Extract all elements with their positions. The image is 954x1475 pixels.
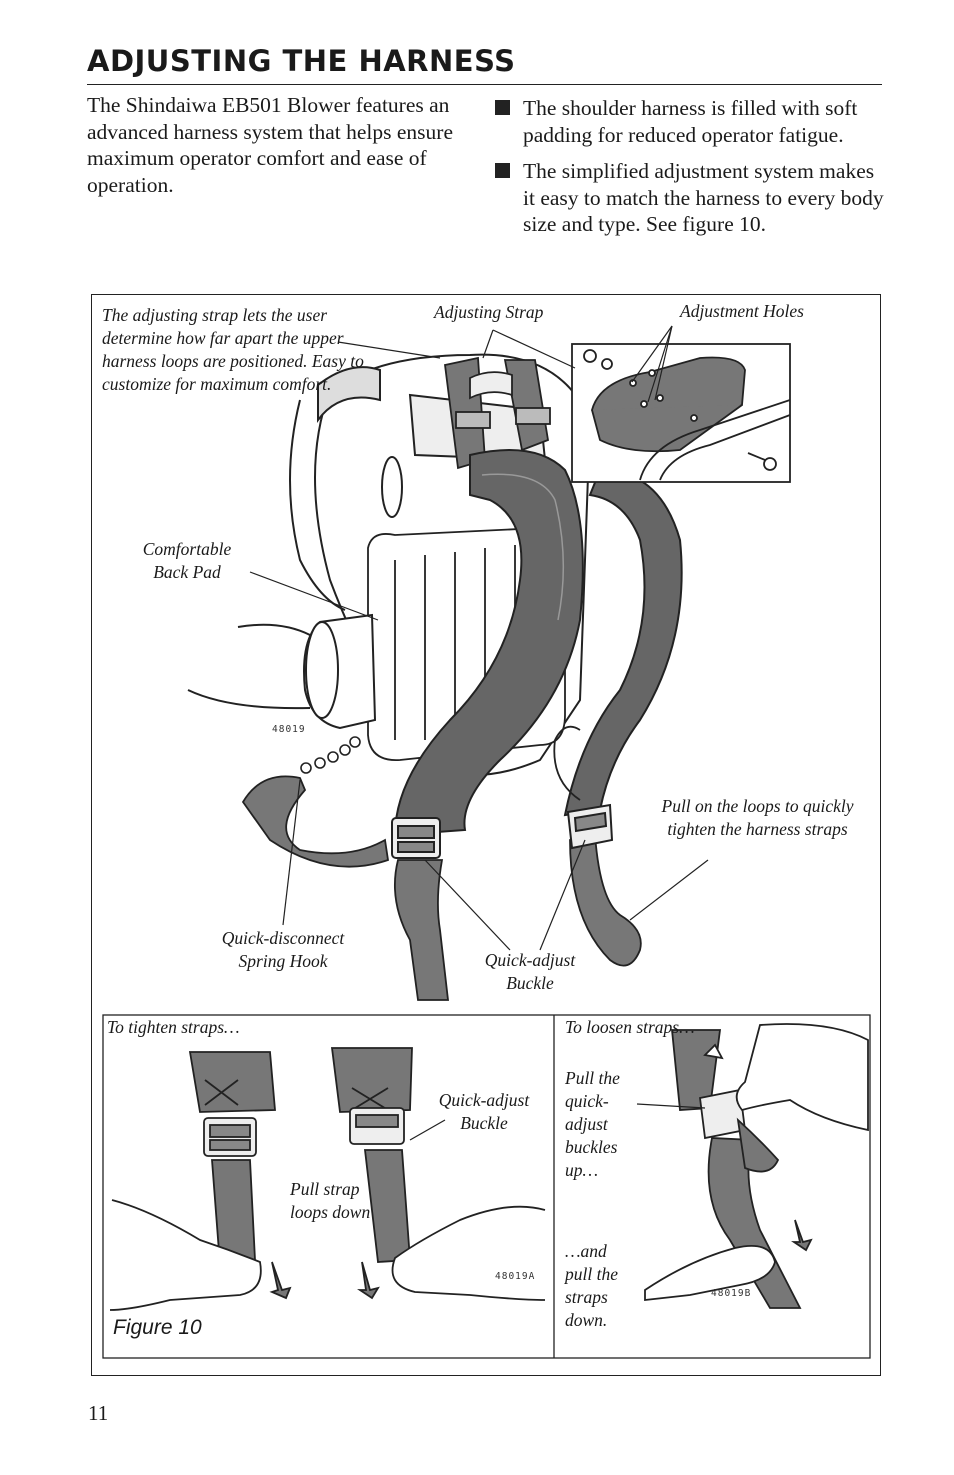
strap-tail-right	[569, 833, 642, 967]
strap-loop-right	[553, 725, 581, 801]
image-code-tighten: 48019A	[495, 1271, 536, 1282]
figure-frame	[91, 294, 881, 1376]
adjustment-holes-inset	[571, 343, 791, 483]
figure-label: Figure 10	[113, 1316, 202, 1339]
image-code-main: 48019	[272, 724, 306, 735]
loosen-step-2: …and pull the straps down.	[565, 1241, 618, 1330]
tighten-illustration	[109, 1047, 546, 1311]
adjusting-strap	[444, 356, 551, 470]
feature-text: The shoulder harness is filled with soft…	[523, 96, 858, 147]
feature-item: The shoulder harness is filled with soft…	[495, 95, 885, 148]
quick-adjust-buckle-right	[566, 803, 614, 850]
lower-strap	[241, 775, 390, 868]
square-bullet-icon	[495, 163, 510, 178]
feature-item: The simplified adjustment system makes i…	[495, 158, 885, 238]
loosen-panel-title: To loosen straps…	[565, 1017, 695, 1037]
spring-hook	[300, 736, 361, 774]
callout-adjusting-strap-note: The adjusting strap lets the user determ…	[102, 305, 364, 394]
callout-spring-hook: Quick-disconnect Spring Hook	[221, 928, 345, 971]
callout-leader-lines	[249, 325, 709, 951]
quick-adjust-buckle-left	[391, 817, 441, 859]
tighten-pull-label: Pull strap loops down	[290, 1179, 371, 1222]
callout-adjusting-strap: Adjusting Strap	[434, 302, 544, 322]
shoulder-strap-left	[393, 449, 584, 837]
feature-list: The shoulder harness is filled with soft…	[495, 95, 885, 248]
intake-tube	[187, 613, 377, 730]
intro-paragraph: The Shindaiwa EB501 Blower features an a…	[87, 93, 453, 197]
strap-tail-left	[393, 859, 450, 1001]
page-number: 11	[88, 1401, 109, 1425]
loosen-step-1: Pull the quick-adjust buckles up…	[565, 1068, 620, 1180]
callout-pull-loops: Pull on the loops to quickly tighten the…	[661, 796, 854, 839]
callout-quick-adjust-buckle: Quick-adjust Buckle	[484, 950, 576, 993]
square-bullet-icon	[495, 100, 510, 115]
image-code-loosen: 48019B	[711, 1288, 752, 1299]
tighten-buckle-label: Quick-adjust Buckle	[438, 1090, 530, 1133]
callout-back-pad: Comfortable Back Pad	[142, 539, 232, 582]
instruction-panels	[102, 1014, 871, 1359]
page-title: ADJUSTING THE HARNESS	[87, 44, 516, 78]
callout-adjustment-holes: Adjustment Holes	[680, 301, 804, 321]
feature-text: The simplified adjustment system makes i…	[523, 159, 884, 236]
tighten-panel-title: To tighten straps…	[107, 1017, 240, 1037]
title-rule	[87, 84, 882, 85]
loosen-illustration	[636, 1023, 869, 1309]
